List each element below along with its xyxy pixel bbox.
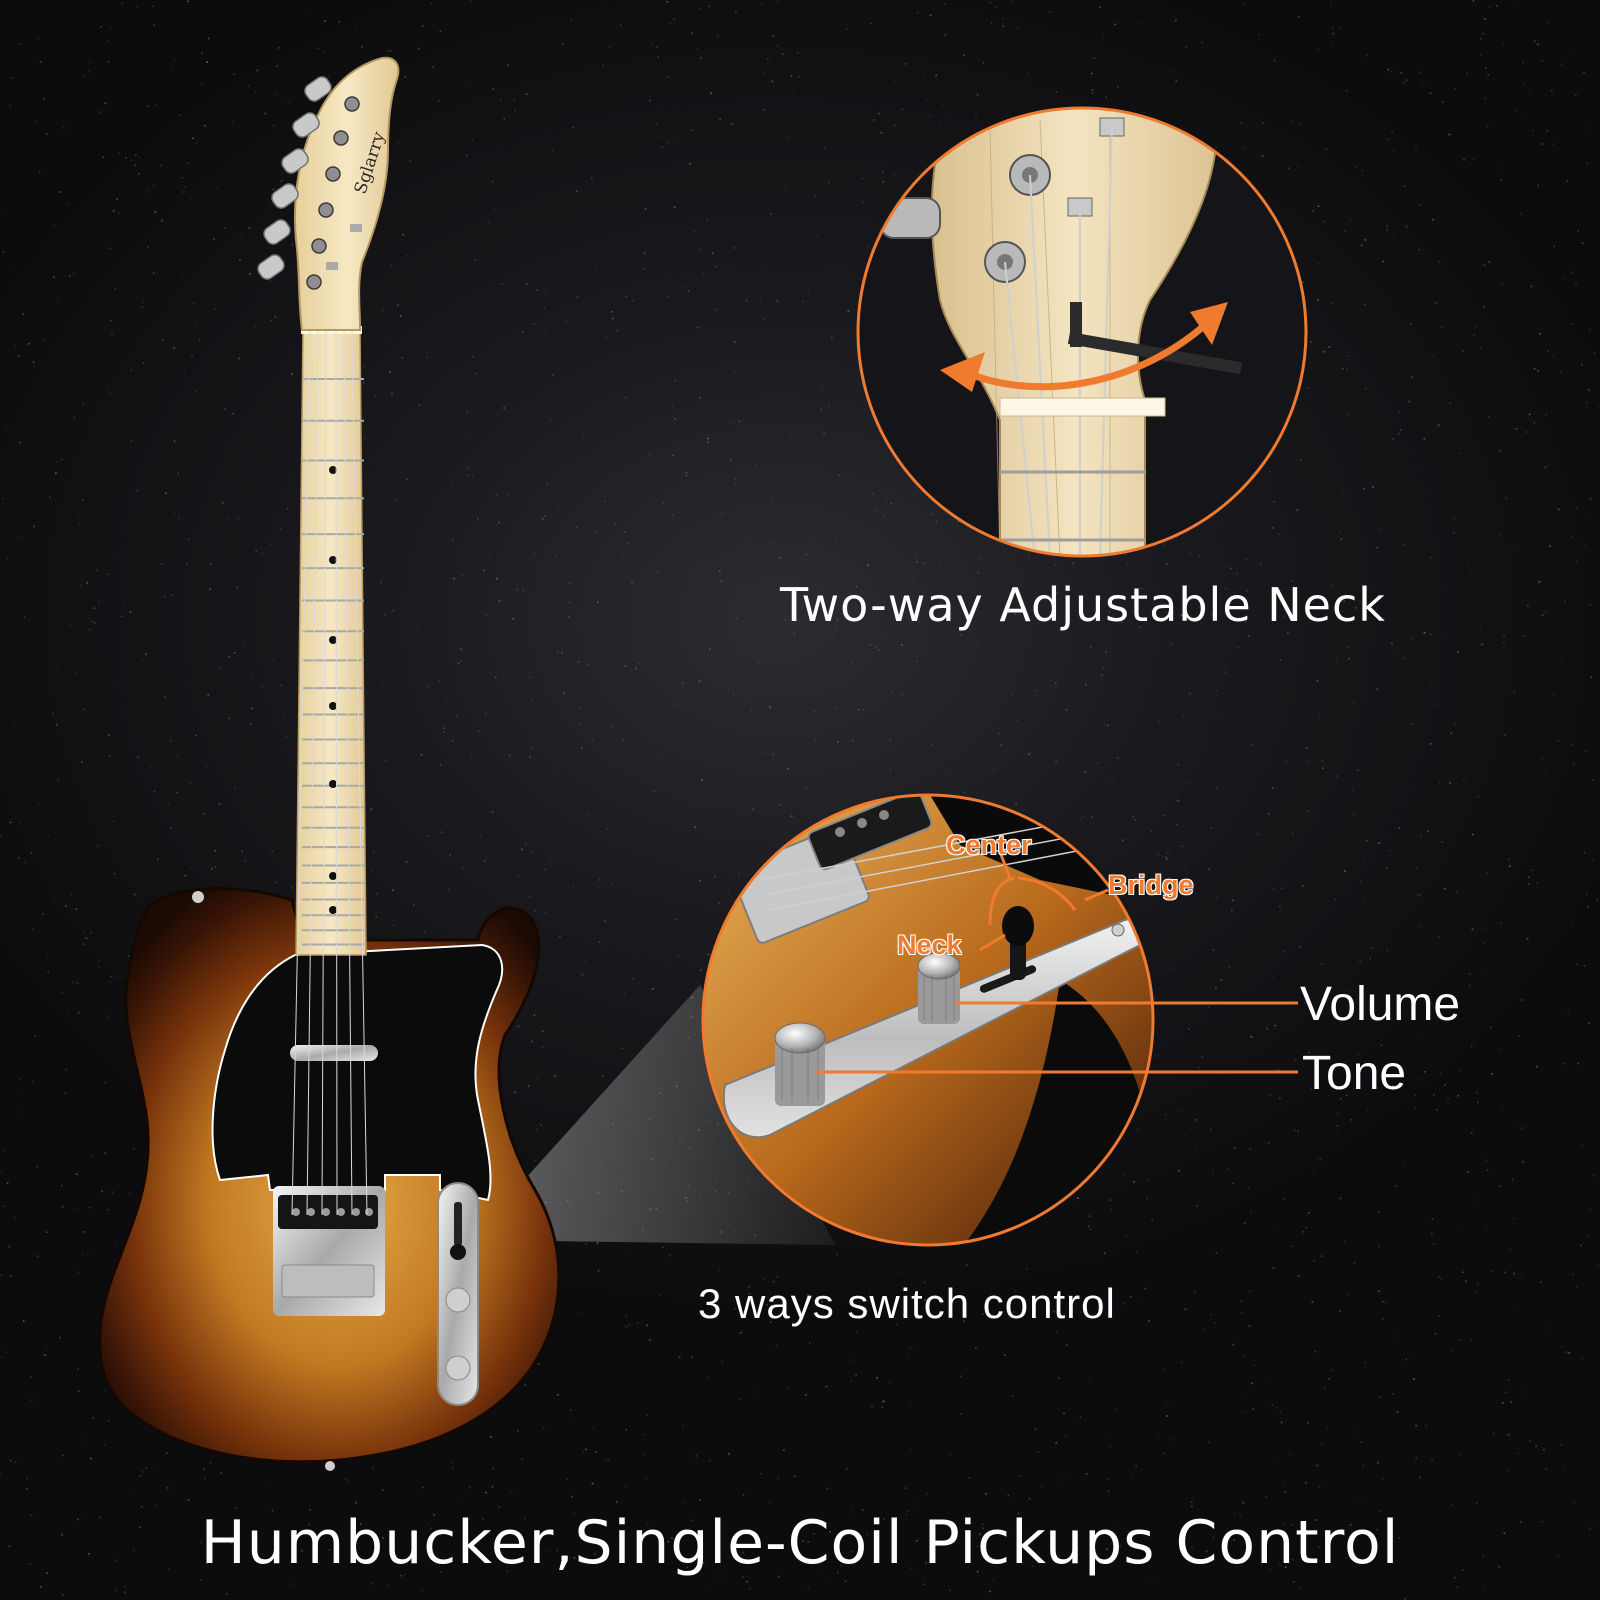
switch-position-neck-label: Neck: [897, 930, 962, 960]
switch-position-center-label: Center: [946, 830, 1032, 860]
tone-knob-label: Tone: [1302, 1047, 1407, 1100]
frets: [302, 378, 364, 946]
neck-feature-caption: Two-way Adjustable Neck: [780, 578, 1386, 632]
volume-knob-label: Volume: [1300, 978, 1461, 1031]
pickups-headline: Humbucker,Single-Coil Pickups Control: [200, 1508, 1400, 1578]
switch-position-bridge-label: Bridge: [1108, 870, 1194, 900]
switch-feature-caption: 3 ways switch control: [698, 1280, 1116, 1327]
